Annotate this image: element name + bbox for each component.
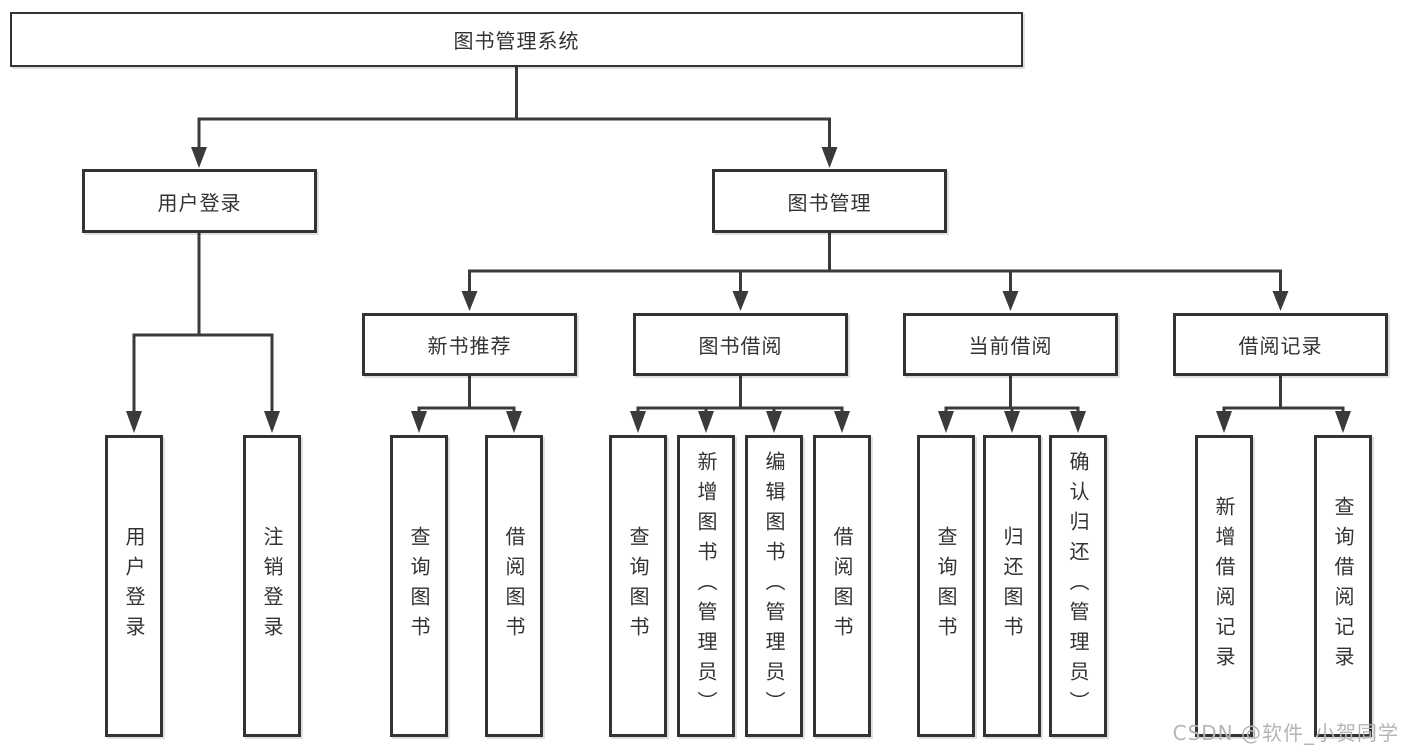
leaf-query-books-3: 查询图书	[917, 435, 975, 737]
leaf-borrow-books-1: 借阅图书	[485, 435, 543, 737]
leaf-user-login: 用户登录	[105, 435, 163, 737]
node-user-login: 用户登录	[82, 169, 317, 233]
node-book-borrow: 图书借阅	[633, 313, 848, 376]
leaf-borrow-books-2: 借阅图书	[813, 435, 871, 737]
node-current-borrow: 当前借阅	[903, 313, 1118, 376]
node-borrow-record: 借阅记录	[1173, 313, 1388, 376]
leaf-edit-books-admin: 编辑图书（管理员）	[745, 435, 803, 737]
csdn-watermark: CSDN @软件_小贺同学	[1172, 721, 1399, 745]
leaf-query-borrow-record: 查询借阅记录	[1314, 435, 1372, 737]
leaf-confirm-return-admin: 确认归还（管理员）	[1049, 435, 1107, 737]
leaf-logout: 注销登录	[243, 435, 301, 737]
leaf-add-books-admin: 新增图书（管理员）	[677, 435, 735, 737]
leaf-query-books-2: 查询图书	[609, 435, 667, 737]
node-book-management: 图书管理	[712, 169, 947, 233]
leaf-add-borrow-record: 新增借阅记录	[1195, 435, 1253, 737]
node-new-book-recommend: 新书推荐	[362, 313, 577, 376]
leaf-query-books-1: 查询图书	[390, 435, 448, 737]
leaf-return-books: 归还图书	[983, 435, 1041, 737]
node-root-system: 图书管理系统	[10, 12, 1023, 67]
